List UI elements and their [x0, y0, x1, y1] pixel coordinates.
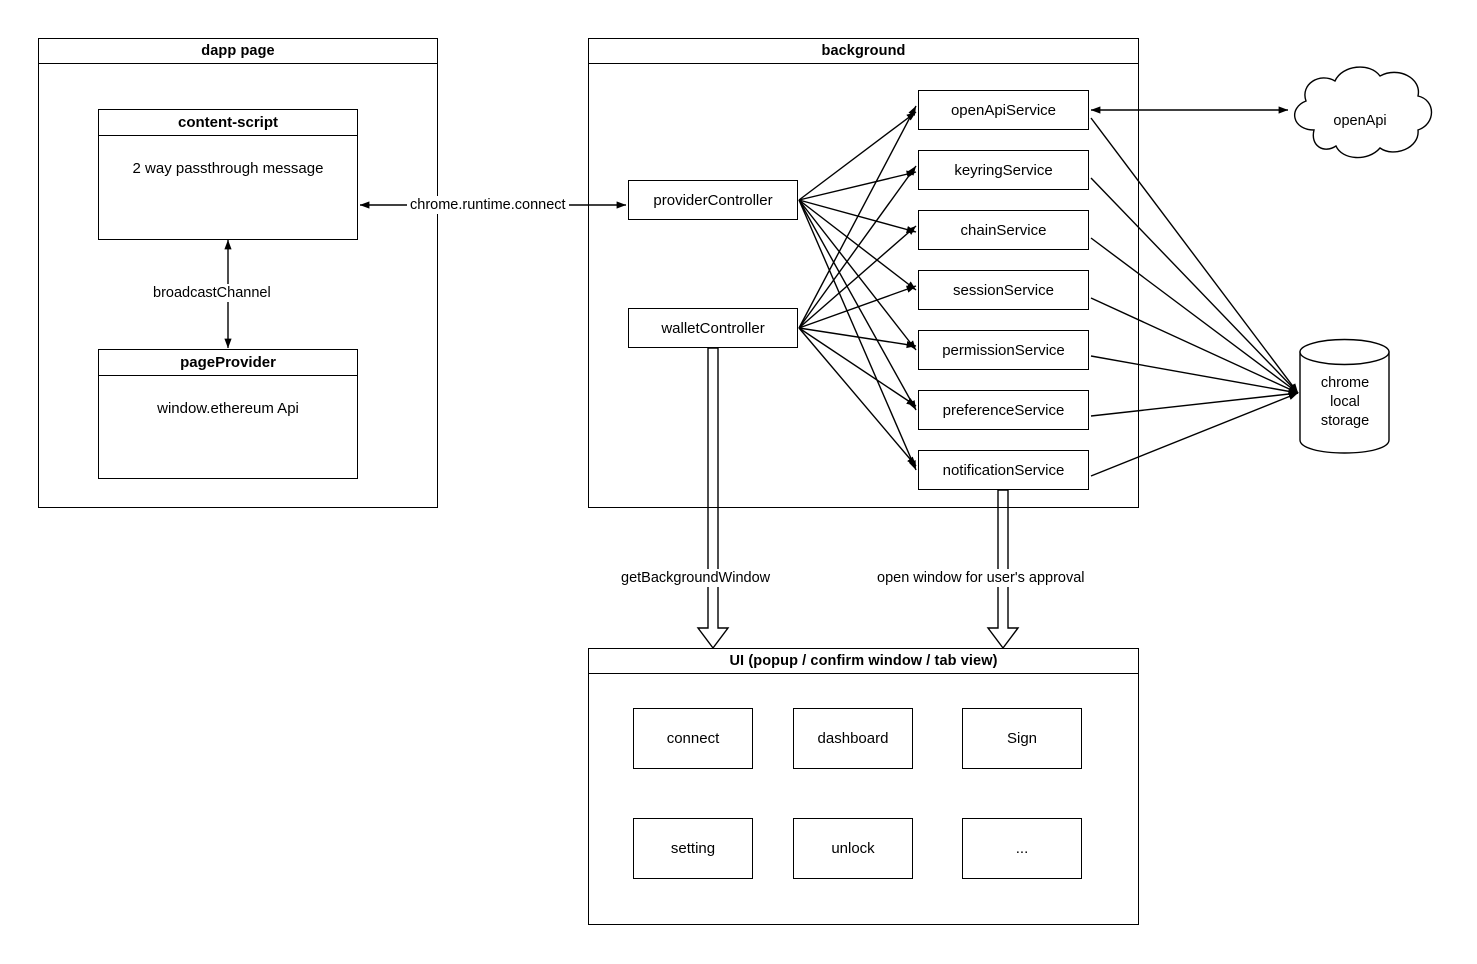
background-title: background	[589, 39, 1138, 64]
ui-screen-unlock[interactable]: unlock	[793, 818, 913, 879]
page-provider-title: pageProvider	[99, 350, 357, 376]
ui-screen-setting[interactable]: setting	[633, 818, 753, 879]
chrome-runtime-connect-label: chrome.runtime.connect	[407, 196, 569, 214]
ui-container: UI (popup / confirm window / tab view)	[588, 648, 1139, 925]
ui-screen-dashboard[interactable]: dashboard	[793, 708, 913, 769]
dapp-page-title: dapp page	[39, 39, 437, 64]
content-script-title: content-script	[99, 110, 357, 136]
chrome-local-storage-label: chrome local storage	[1320, 375, 1370, 429]
dapp-page-container: dapp page	[38, 38, 438, 508]
ui-screen-more[interactable]: ...	[962, 818, 1082, 879]
content-script-body: 2 way passthrough message	[132, 160, 324, 177]
notification-service-node[interactable]: notificationService	[918, 450, 1089, 490]
background-container: background	[588, 38, 1139, 508]
ui-screen-sign[interactable]: Sign	[962, 708, 1082, 769]
ui-screen-connect[interactable]: connect	[633, 708, 753, 769]
open-api-label: openApi	[1333, 113, 1387, 129]
wallet-controller-node[interactable]: walletController	[628, 308, 798, 348]
session-service-node[interactable]: sessionService	[918, 270, 1089, 310]
page-provider-body: window.ethereum Api	[157, 400, 299, 417]
broadcast-channel-label: broadcastChannel	[150, 284, 274, 302]
content-script-node[interactable]: content-script 2 way passthrough message	[98, 109, 358, 240]
keyring-service-node[interactable]: keyringService	[918, 150, 1089, 190]
provider-controller-node[interactable]: providerController	[628, 180, 798, 220]
get-background-window-label: getBackgroundWindow	[618, 569, 774, 587]
open-api-cloud-shape[interactable]	[1280, 58, 1440, 168]
preference-service-node[interactable]: preferenceService	[918, 390, 1089, 430]
page-provider-node[interactable]: pageProvider window.ethereum Api	[98, 349, 358, 479]
permission-service-node[interactable]: permissionService	[918, 330, 1089, 370]
open-api-service-node[interactable]: openApiService	[918, 90, 1089, 130]
chrome-local-storage-shape[interactable]	[1299, 338, 1391, 454]
chain-service-node[interactable]: chainService	[918, 210, 1089, 250]
open-window-approval-label: open window for user's approval	[874, 569, 1088, 587]
ui-title: UI (popup / confirm window / tab view)	[589, 649, 1138, 674]
